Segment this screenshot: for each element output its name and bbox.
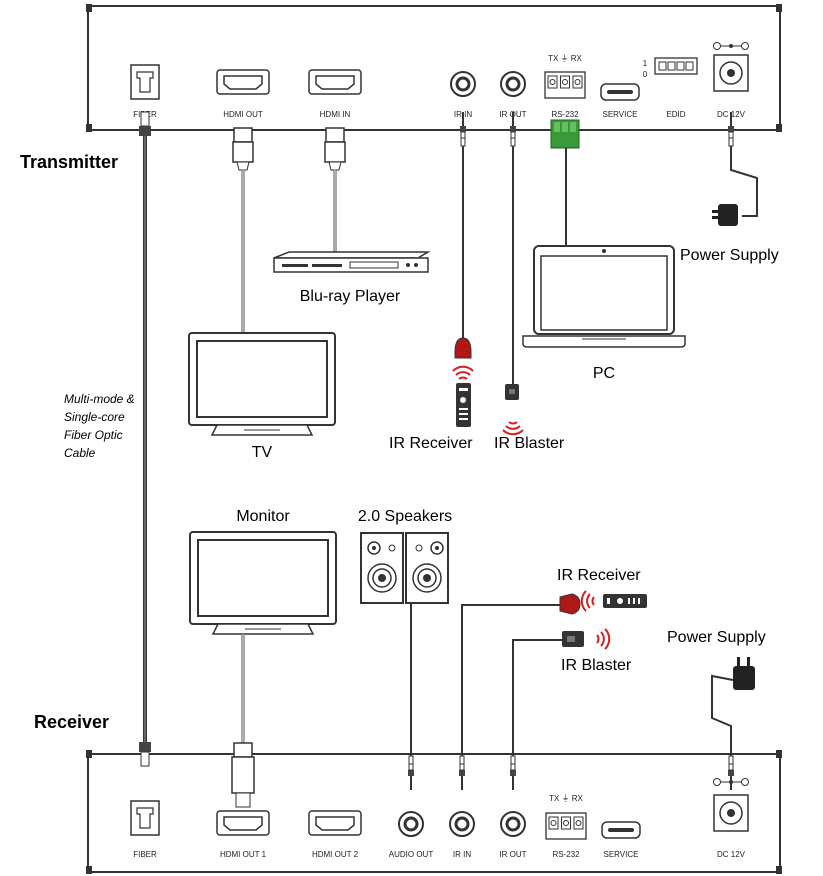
tx-dc-polarity-icon	[713, 42, 749, 50]
rx-dc-jack	[713, 794, 749, 832]
tx-service-port	[600, 83, 640, 101]
tx-ir-receiver-cable	[454, 111, 472, 359]
rx-ir-receiver-label: IR Receiver	[557, 567, 641, 584]
receiver-unit: FIBER HDMI OUT 1 HDMI OUT 2 AUDIO OUT IR…	[86, 750, 782, 874]
rx-hdmi-out2-label: HDMI OUT 2	[312, 850, 359, 859]
tx-fiber-port	[130, 64, 160, 100]
tx-dc-jack	[713, 54, 749, 92]
tx-power-label: Power Supply	[680, 247, 779, 264]
tx-edid-on-label: 1	[643, 59, 648, 68]
rx-ir-blaster-label: IR Blaster	[561, 657, 632, 674]
rx-rs232-pins-label: TX ⏚ RX	[549, 794, 583, 803]
tx-hdmi-in-label: HDMI IN	[320, 110, 351, 119]
rx-power-label: Power Supply	[667, 629, 766, 646]
rx-hdmi-cable	[231, 634, 255, 808]
tx-hdmi-out-port	[216, 69, 270, 95]
tx-hdmi-out-label: HDMI OUT	[223, 110, 263, 119]
rx-dc-label: DC 12V	[717, 850, 746, 859]
bluray-label: Blu-ray Player	[300, 288, 401, 305]
speakers	[360, 532, 449, 604]
tx-ir-out-jack	[499, 70, 527, 98]
transmitter-unit: FIBER HDMI OUT HDMI IN IR IN IR OUT RS-2…	[86, 4, 782, 132]
bluray-player	[273, 251, 431, 273]
tx-rs232-terminal	[544, 71, 586, 99]
rx-hdmi-out1-port	[216, 810, 270, 836]
transmitter-title: Transmitter	[20, 152, 118, 172]
tx-hdmi-in-cable	[324, 127, 346, 252]
pc-label: PC	[593, 365, 615, 382]
rx-ir-out-label: IR OUT	[499, 850, 526, 859]
fiber-cable-label: Multi-mode & Single-core Fiber Optic Cab…	[64, 392, 138, 460]
rx-ir-out-jack	[499, 810, 527, 838]
rx-hdmi-out1-label: HDMI OUT 1	[220, 850, 267, 859]
tx-hdmi-out-cable	[232, 127, 254, 333]
pc-laptop	[522, 245, 686, 348]
tx-edid-off-label: 0	[643, 70, 648, 79]
rx-rs232-label: RS-232	[552, 850, 580, 859]
tv-label: TV	[252, 444, 273, 461]
tx-ir-receiver-label: IR Receiver	[389, 435, 473, 452]
tx-service-label: SERVICE	[603, 110, 638, 119]
rx-audio-cable	[407, 603, 415, 791]
tx-hdmi-in-port	[308, 69, 362, 95]
tx-ir-in-jack	[449, 70, 477, 98]
rx-hdmi-out2-port	[308, 810, 362, 836]
rx-audio-out-jack	[397, 810, 425, 838]
tx-rs232-label: RS-232	[551, 110, 579, 119]
tv-icon	[188, 332, 336, 436]
rx-ir-in-label: IR IN	[453, 850, 471, 859]
rx-ir-remote	[580, 590, 647, 612]
rx-service-port	[601, 821, 641, 839]
rs232-green-connector	[550, 119, 580, 246]
tx-rs232-pins-label: TX ⏚ RX	[548, 54, 582, 63]
rx-ir-receiver-cable	[458, 593, 581, 791]
monitor-icon	[189, 531, 337, 635]
tx-power-supply	[712, 111, 758, 226]
rx-ir-blaster-cable	[509, 628, 611, 791]
rx-fiber-label: FIBER	[133, 850, 157, 859]
rx-audio-out-label: AUDIO OUT	[389, 850, 434, 859]
rx-rs232-terminal	[545, 812, 587, 840]
speakers-label: 2.0 Speakers	[358, 508, 452, 525]
tx-ir-blaster-cable	[502, 111, 524, 436]
tx-edid-switch	[654, 57, 698, 75]
tx-edid-label: EDID	[666, 110, 685, 119]
receiver-title: Receiver	[34, 712, 109, 732]
tx-ir-blaster-label: IR Blaster	[494, 435, 565, 452]
rx-fiber-port	[130, 800, 160, 836]
tx-ir-remote	[452, 365, 474, 427]
rx-power-supply	[711, 657, 755, 791]
monitor-label: Monitor	[236, 508, 290, 525]
fiber-cable	[139, 111, 151, 767]
rx-ir-in-jack	[448, 810, 476, 838]
rx-service-label: SERVICE	[604, 850, 639, 859]
